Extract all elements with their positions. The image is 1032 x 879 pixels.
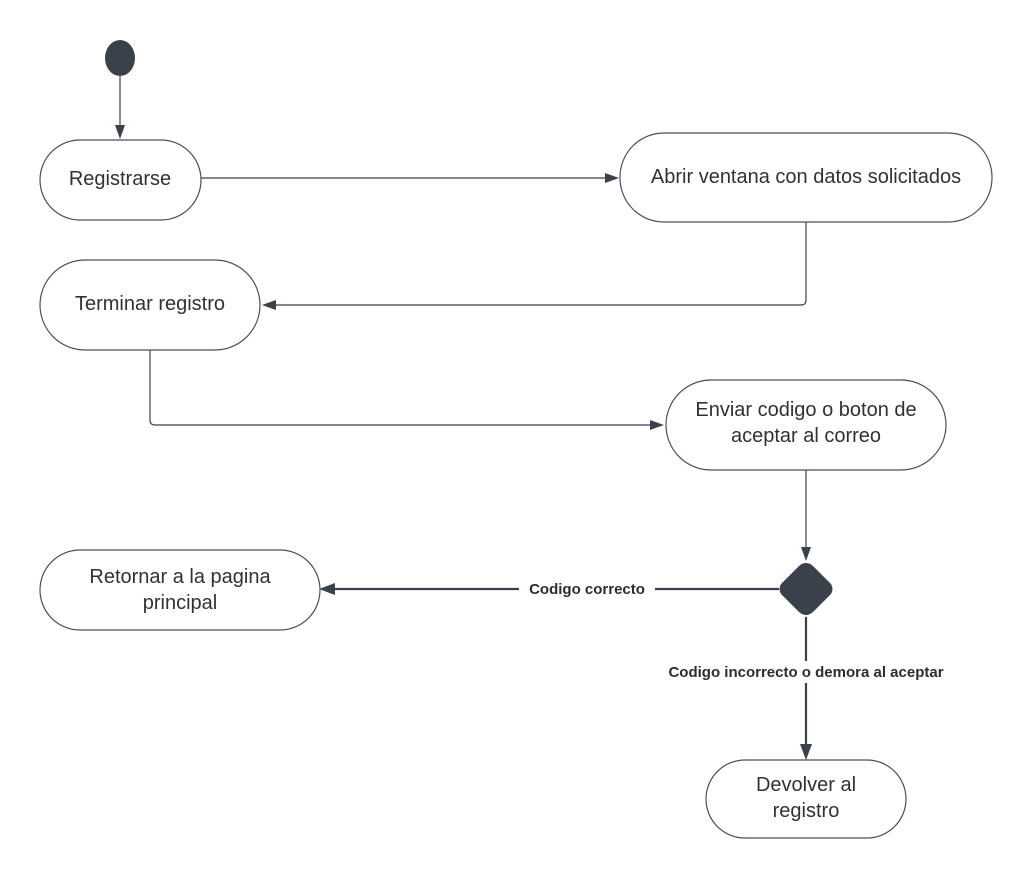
edge-label-codigo-incorrecto: Codigo incorrecto o demora al aceptar [668,664,943,681]
edge-start-to-registrarse [115,76,125,139]
node-label: Registrarse [69,168,171,190]
edge-enviar-codigo-to-decision [801,470,811,561]
activity-node-retornar-pagina[interactable]: Retornar a la pagina principal [39,549,321,631]
node-label: Abrir ventana con datos solicitados [651,166,961,188]
node-label: Retornar a la pagina [89,566,271,588]
edge-decision-to-retornar: Codigo correcto [319,579,779,599]
node-label: Terminar registro [75,293,225,315]
activity-node-enviar-codigo[interactable]: Enviar codigo o boton de aceptar al corr… [665,379,947,471]
activity-node-terminar-registro[interactable]: Terminar registro [39,259,261,351]
edge-abrir-ventana-to-terminar-registro [262,222,807,310]
arrowhead-icon [800,744,812,760]
edge-terminar-registro-to-enviar-codigo [149,350,664,430]
arrowhead-icon [319,583,335,595]
arrowhead-icon [801,547,811,561]
edge-label-codigo-correcto: Codigo correcto [529,581,645,598]
activity-node-devolver-registro[interactable]: Devolver al registro [705,759,907,839]
edge-registrarse-to-abrir-ventana [201,173,619,183]
node-label: Devolver al [756,774,856,796]
node-label: Enviar codigo o boton de [695,399,916,421]
arrowhead-icon [115,125,125,139]
arrowhead-icon [605,173,619,183]
arrowhead-icon [650,420,664,430]
decision-node[interactable] [779,563,833,615]
node-label: principal [143,592,217,614]
node-label: aceptar al correo [731,425,881,447]
activity-node-abrir-ventana[interactable]: Abrir ventana con datos solicitados [619,132,993,223]
initial-node[interactable] [105,40,135,76]
edge-decision-to-devolver: Codigo incorrecto o demora al aceptar [640,617,972,760]
arrowhead-icon [262,300,276,310]
node-label: registro [773,800,840,822]
activity-node-registrarse[interactable]: Registrarse [39,139,202,221]
